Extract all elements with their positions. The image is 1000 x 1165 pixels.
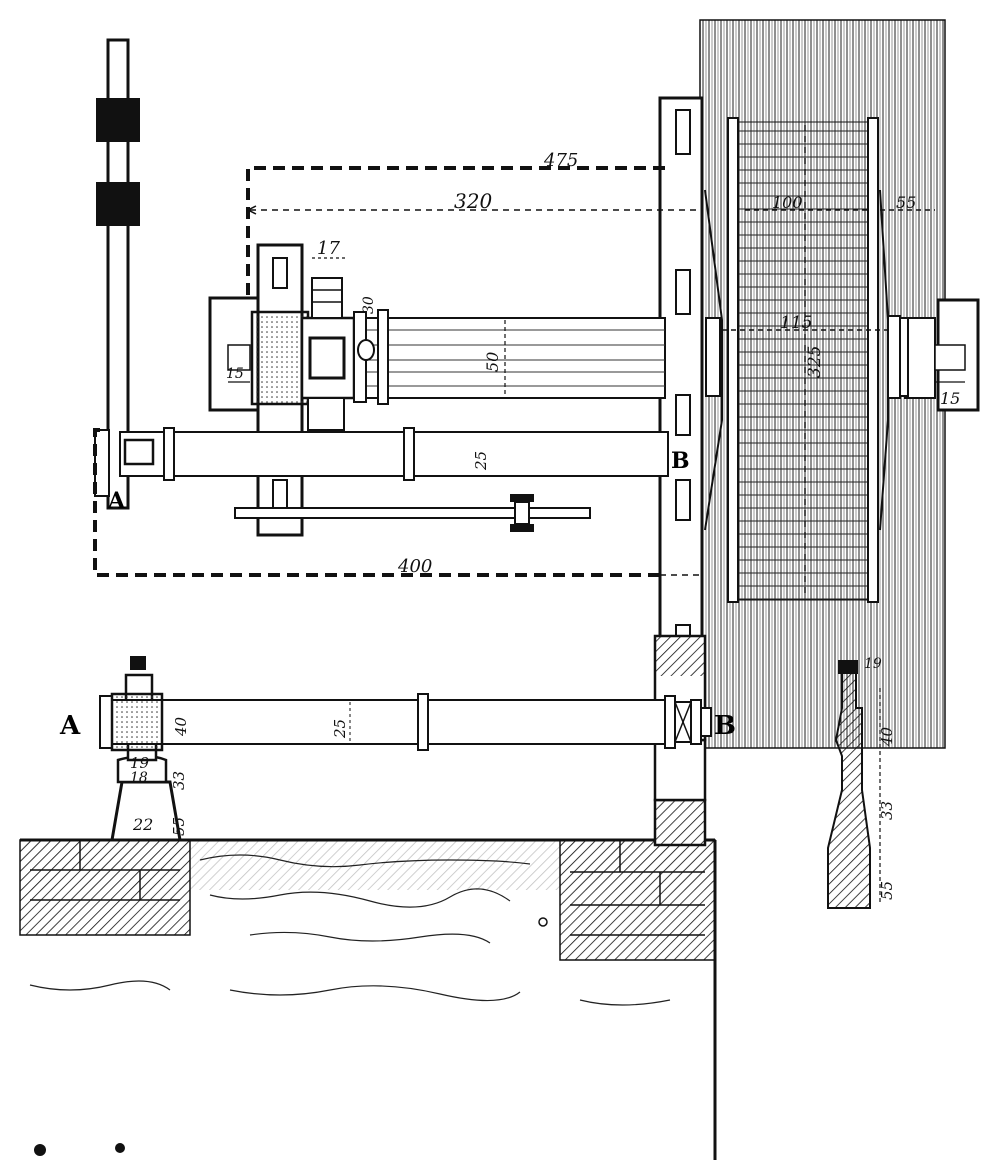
dim-100: 100 (772, 193, 803, 212)
elev-dim-22: 22 (132, 815, 153, 834)
sec-dim-19: 19 (864, 656, 882, 672)
elev-label-a: A (59, 711, 81, 741)
elev-label-b: B (714, 711, 736, 741)
elev-dim-25: 25 (331, 719, 349, 739)
plan-view: A B 475 320 100 55 17 30 50 15 115 325 1… (93, 19, 980, 749)
dim-400: 400 (397, 556, 432, 577)
right-pillow-block (904, 298, 980, 412)
right-hubs (705, 315, 909, 399)
dim-115: 115 (780, 313, 812, 333)
sec-dim-33: 33 (878, 801, 896, 820)
elev-dim-33: 33 (170, 771, 188, 790)
dim-55-plan: 55 (896, 193, 916, 212)
dimension-lines (93, 125, 965, 598)
dim-320: 320 (454, 189, 492, 213)
vertical-post (96, 38, 140, 510)
plan-label-a: A (107, 488, 126, 514)
left-bearing-block (208, 296, 260, 412)
dim-325: 325 (805, 346, 825, 378)
dim-475: 475 (543, 150, 578, 171)
dim-50: 50 (483, 352, 502, 372)
square-coupling (300, 277, 389, 431)
dim-25-plan: 25 (472, 451, 490, 471)
plan-label-b: B (671, 448, 690, 474)
lower-shaft (94, 427, 669, 497)
cross-bar (234, 494, 591, 532)
dim-15-left: 15 (226, 366, 244, 382)
bearing-frame-b (658, 96, 704, 674)
sec-dim-55: 55 (878, 881, 896, 900)
elev-dim-55: 55 (170, 817, 188, 836)
elevation-view: A B 25 40 19 33 18 55 22 (19, 634, 736, 1160)
sec-dim-40: 40 (878, 726, 896, 747)
gear-frame (250, 243, 310, 537)
dim-15-right: 15 (940, 389, 960, 408)
dim-30: 30 (361, 296, 377, 314)
elev-dim-40: 40 (172, 716, 190, 737)
elev-dim-19: 19 (130, 754, 150, 772)
ground-masonry (19, 838, 717, 1160)
dim-17: 17 (317, 238, 340, 259)
section-view: 19 40 33 55 (827, 656, 896, 909)
elevation-shaft (99, 692, 712, 752)
elev-dim-18: 18 (130, 770, 148, 786)
